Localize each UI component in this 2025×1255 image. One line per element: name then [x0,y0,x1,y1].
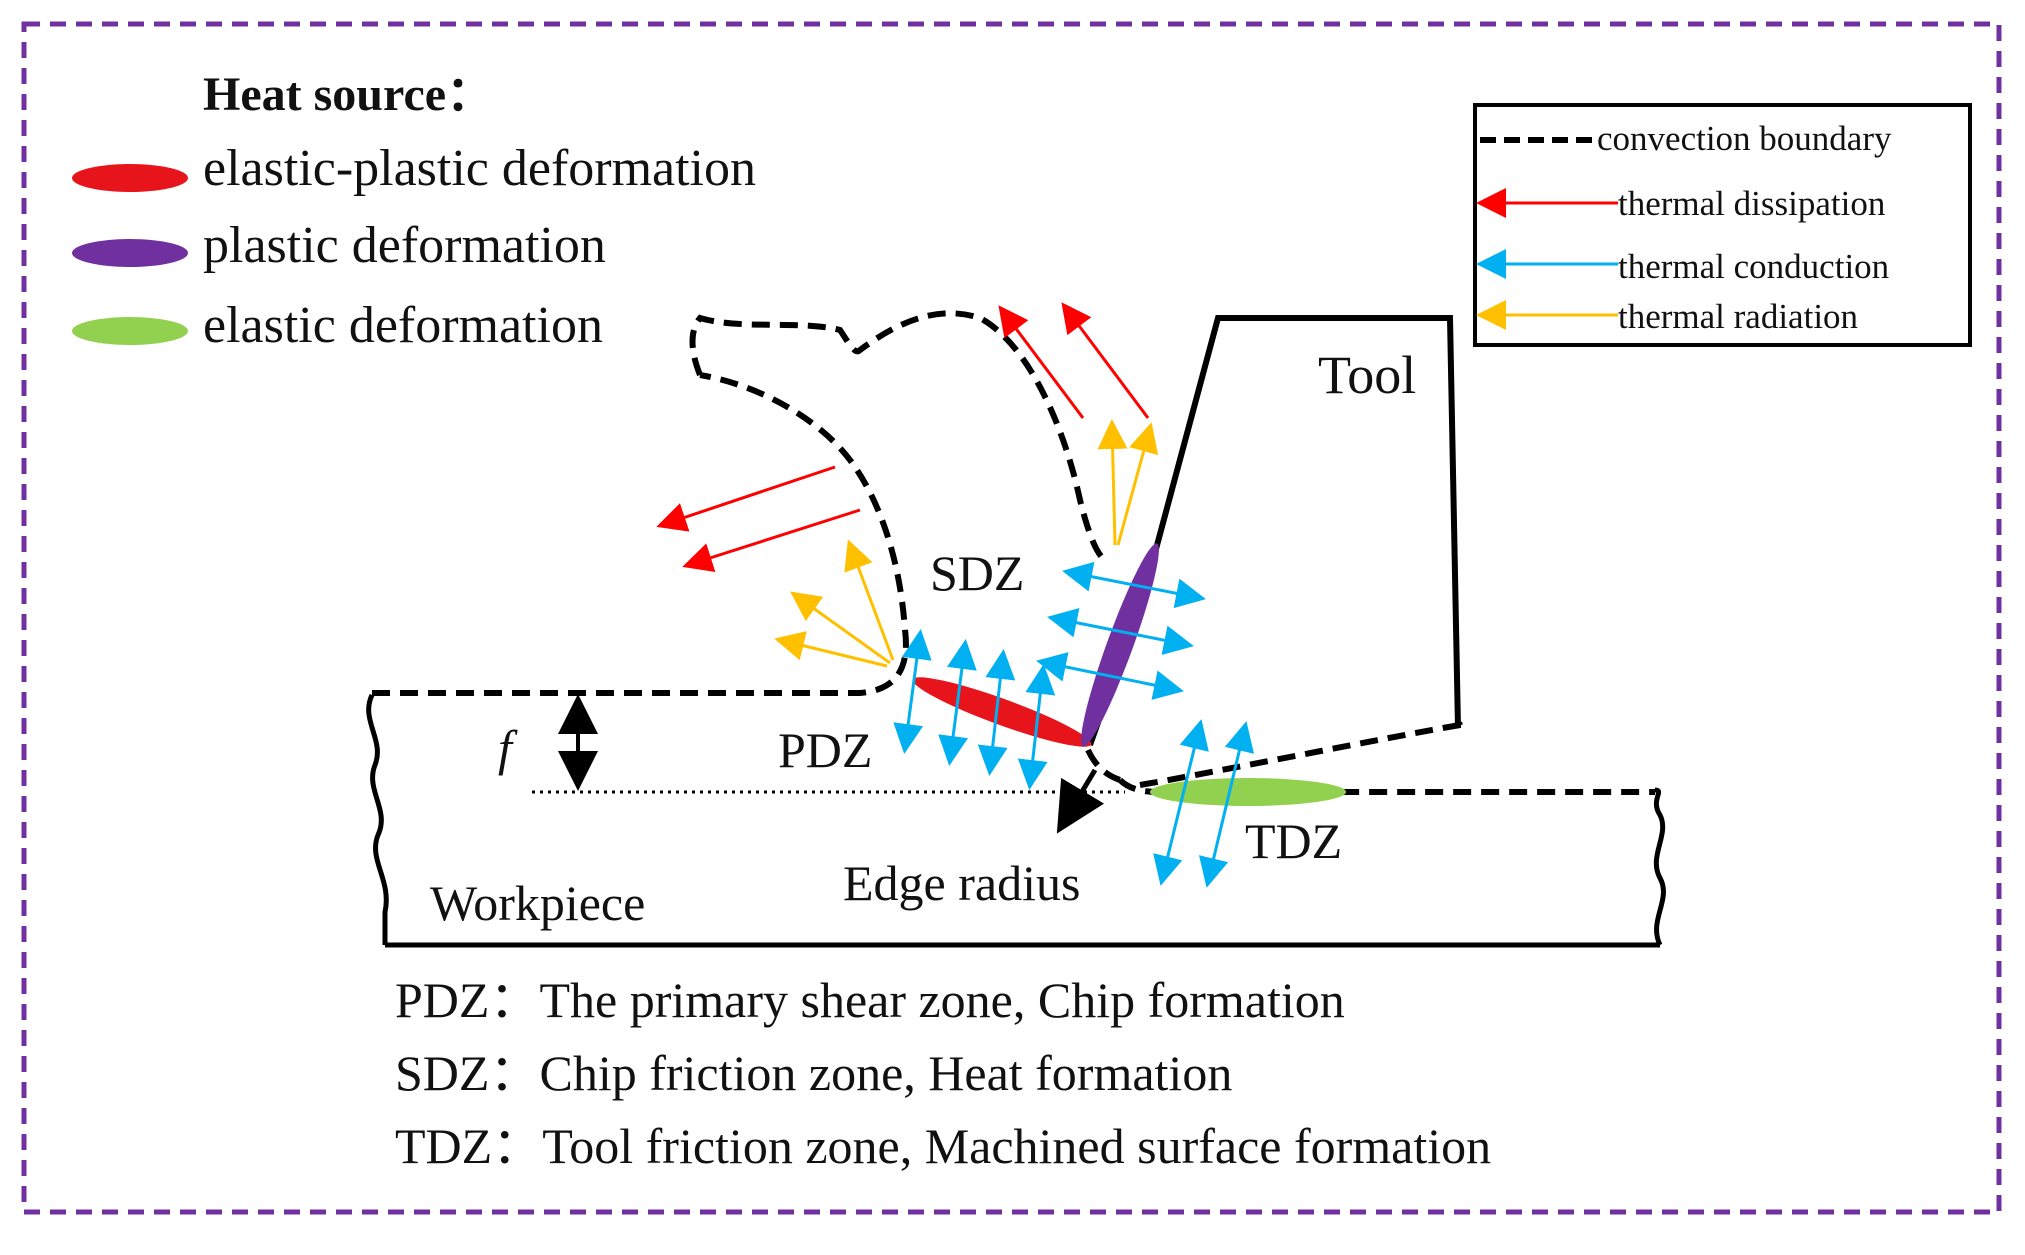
dissipation-arrow [1061,302,1150,419]
conduction-arrow [1036,652,1184,700]
edge-radius-boundary [1085,748,1122,783]
conduction-arrow [1198,721,1255,888]
dissipation-arrow [998,305,1085,419]
pdz-label: PDZ [778,722,872,778]
legend-item-3: thermal radiation [1618,297,1858,336]
swatch-elastic-plastic [72,164,188,192]
tool-label: Tool [1318,345,1416,405]
heat-source-item-2: elastic deformation [203,297,603,354]
definition-abbr: TDZ： [395,1118,542,1174]
zone-definitions: PDZ：The primary shear zone, Chip formati… [395,972,1491,1174]
radiation-arrow [774,631,888,668]
conduction-arrow [1153,719,1209,886]
dissipation-arrows [656,302,1150,572]
radiation-arrow [1097,419,1128,546]
swatch-plastic [72,239,188,267]
conduction-arrow [1047,607,1194,656]
tdz-heat-zone [1150,778,1346,806]
conduction-arrow [977,649,1016,776]
conduction-arrow [893,629,932,754]
sdz-label: SDZ [930,545,1024,601]
feed-label: f [498,720,518,776]
radiation-arrow [1116,422,1159,546]
radiation-arrow [844,539,895,661]
legend-box [1473,103,1972,347]
definition-pdz: PDZ：The primary shear zone, Chip formati… [395,972,1345,1028]
workpiece-label: Workpiece [430,875,645,931]
definition-tdz: TDZ：Tool friction zone, Machined surface… [395,1118,1491,1174]
definition-sdz: SDZ：Chip friction zone, Heat formation [395,1045,1232,1101]
dissipation-arrow [656,465,836,532]
legend-item-1: thermal dissipation [1618,184,1885,223]
dissipation-arrow [682,508,861,572]
heat-source-legend: Heat source： elastic-plastic deformation… [72,68,756,354]
workpiece-top-boundary [372,372,909,696]
conduction-arrows [893,561,1255,888]
tool-outline [1142,315,1461,729]
conduction-arrow [1062,561,1206,609]
chip-top-boundary [689,310,1107,563]
conduction-arrow [938,639,977,766]
legend-item-2: thermal conduction [1618,247,1889,286]
edge-radius-arrow [1056,768,1105,834]
workpiece [366,693,1666,948]
definition-abbr: SDZ： [395,1045,539,1101]
legend-item-0: convection boundary [1597,119,1892,158]
outer-frame [21,21,2002,1215]
heat-source-item-1: plastic deformation [203,217,606,274]
definition-abbr: PDZ： [395,972,539,1028]
heat-source-title: Heat source： [203,68,494,121]
radiation-arrows [774,419,1159,668]
definition-text: Tool friction zone, Machined surface for… [542,1118,1491,1174]
definition-text: Chip friction zone, Heat formation [539,1045,1232,1101]
workpiece-left-edge [366,693,389,945]
sdz-heat-zone [1081,543,1159,747]
workpiece-right-edge [1653,787,1666,947]
edge-radius-label: Edge radius [843,855,1080,911]
definition-text: The primary shear zone, Chip formation [539,972,1344,1028]
tdz-label: TDZ [1245,813,1342,869]
line-legend: convection boundary thermal dissipation … [1473,103,1972,347]
swatch-elastic [72,317,188,345]
pdz-heat-zone [912,677,1092,747]
heat-source-item-0: elastic-plastic deformation [203,140,756,197]
radiation-arrow [790,591,891,665]
